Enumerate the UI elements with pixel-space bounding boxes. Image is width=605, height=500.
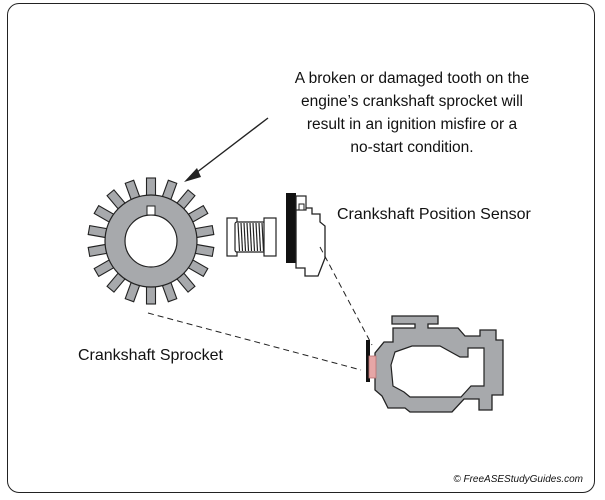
crankshaft-sprocket [87, 177, 215, 305]
callout-text: A broken or damaged tooth on the engine’… [262, 67, 562, 159]
thread-line [261, 222, 265, 252]
thread-line [237, 222, 241, 252]
engine-mount-plate [366, 340, 370, 382]
thread-line [249, 222, 253, 252]
sprocket-label: Crankshaft Sprocket [78, 347, 223, 364]
sprocket-teeth [87, 177, 215, 305]
thread-line [258, 222, 262, 252]
diagram-frame [7, 3, 595, 493]
sensor-label: Crankshaft Position Sensor [337, 206, 531, 223]
thread-line [246, 222, 250, 252]
thread-line [255, 222, 259, 252]
sensor-body [295, 207, 326, 277]
thread-line [243, 222, 247, 252]
sensor-mount-flange [286, 193, 296, 263]
crankshaft-position-sensor [226, 193, 326, 277]
callout-line: no-start condition. [350, 139, 474, 156]
sensor-location-highlight [368, 355, 377, 379]
copyright-credit: © FreeASEStudyGuides.com [453, 474, 583, 485]
sensor-threads [237, 222, 265, 252]
thread-line [252, 222, 256, 252]
engine-icon [366, 315, 504, 413]
callout-line: A broken or damaged tooth on the [294, 70, 530, 87]
leader-lines [147, 246, 373, 371]
sprocket-keyway [146, 205, 156, 216]
callout-line: result in an ignition misfire or a [306, 116, 518, 133]
thread-line [240, 222, 244, 252]
sprocket-bore [124, 214, 178, 268]
callout-arrow [184, 117, 269, 182]
callout-line: engine’s crankshaft sprocket will [301, 93, 523, 110]
